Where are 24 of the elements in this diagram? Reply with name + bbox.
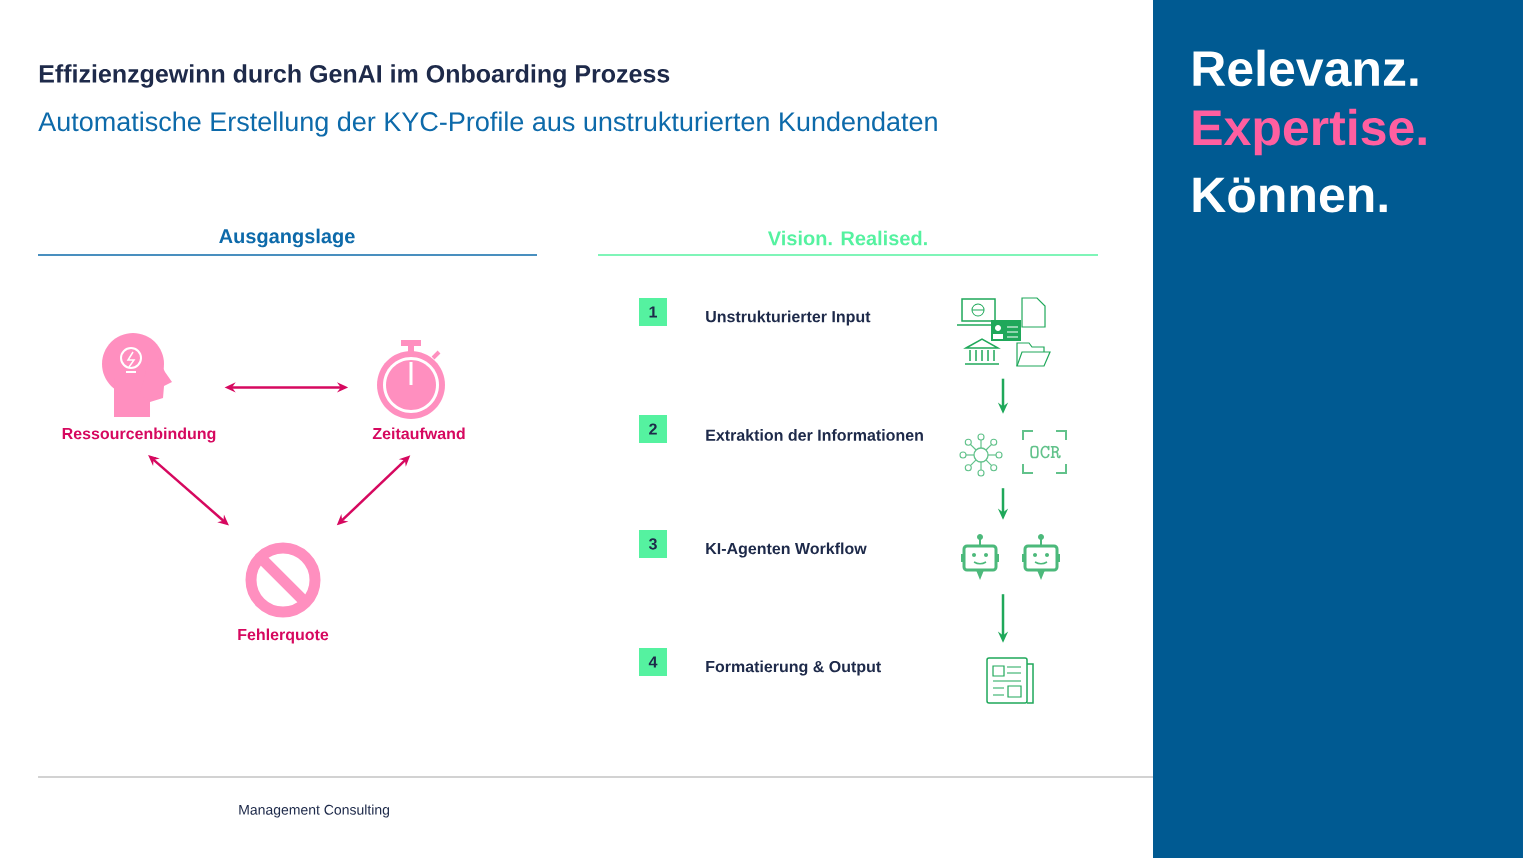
step-number-badge: 1 bbox=[639, 298, 667, 326]
slogan-word: Können. bbox=[1193, 177, 1387, 213]
subtitle: Automatische Erstellung der KYC-Profile aus unstrukturierten Kundendaten bbox=[38, 111, 937, 137]
title: Effizienzgewinn durch GenAI im Onboarding Prozess bbox=[39, 64, 670, 88]
icon-text: OCR bbox=[1030, 445, 1061, 459]
robot-chatbot-drawing bbox=[961, 534, 1060, 580]
document-icon bbox=[986, 657, 1034, 704]
step-label: Extraktion der Informationen bbox=[706, 429, 923, 441]
section-heading: Vision. Realised. bbox=[767, 230, 927, 246]
slogan-word: Relevanz. bbox=[1193, 49, 1418, 87]
step-number-badge: 3 bbox=[639, 530, 667, 558]
factor-label: Fehlerquote bbox=[238, 628, 329, 644]
step-label: KI-Agenten Workflow bbox=[706, 542, 867, 558]
factor-label: Ressourcenbindung bbox=[62, 427, 216, 443]
step-number-badge: 2 bbox=[639, 415, 667, 443]
step-label: Unstrukturierter Input bbox=[706, 310, 871, 326]
section-heading: Ausgangslage bbox=[219, 228, 355, 248]
factor-label: Zeitaufwand bbox=[372, 427, 465, 440]
input-sources-drawing bbox=[956, 297, 1051, 367]
step-number-badge: 4 bbox=[639, 648, 667, 676]
step-label: Formatierung & Output bbox=[706, 660, 881, 676]
slogan-word: Expertise. bbox=[1193, 108, 1426, 156]
footer-text: Management Consulting bbox=[239, 804, 390, 818]
llm-ocr-drawing bbox=[959, 430, 1067, 477]
